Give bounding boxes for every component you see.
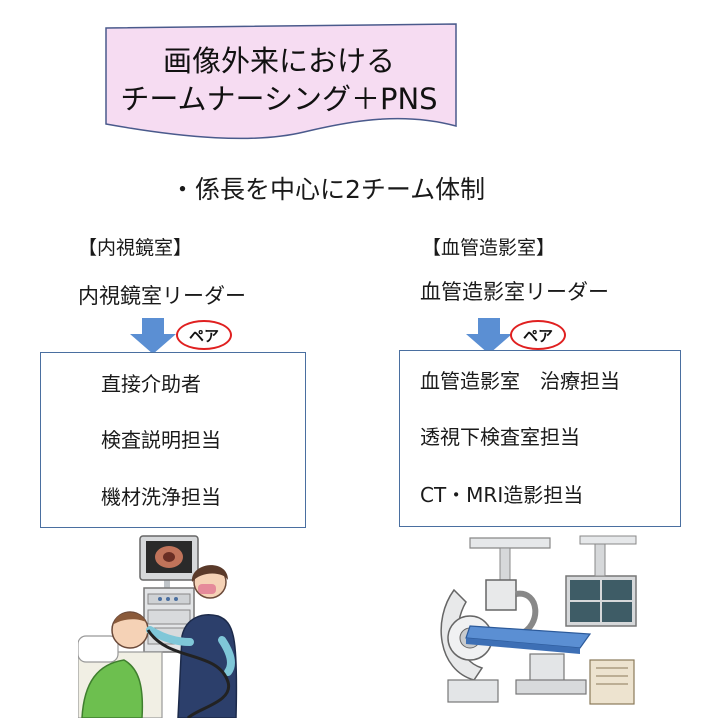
endoscopy-duty-item: 機材洗浄担当	[101, 485, 221, 509]
pair-label: ペア	[522, 326, 553, 345]
endoscopy-down-arrow-icon	[130, 318, 176, 354]
angiography-illustration-icon	[440, 535, 637, 705]
angiography-down-arrow-icon	[466, 318, 512, 354]
angiography-duty-item: 血管造影室 治療担当	[420, 369, 620, 393]
angiography-duty-box: 血管造影室 治療担当 透視下検査室担当 CT・MRI造影担当	[399, 350, 681, 527]
angiography-pair-badge: ペア	[510, 320, 566, 350]
endoscopy-heading: 【内視鏡室】	[78, 237, 193, 259]
endoscopy-illustration-icon	[78, 535, 238, 718]
title-line-1: 画像外来における	[162, 44, 395, 78]
page-title: 画像外来における チームナーシング＋PNS	[104, 42, 454, 118]
title-line-2: チームナーシング＋PNS	[120, 82, 438, 116]
title-banner: 画像外来における チームナーシング＋PNS	[104, 20, 464, 142]
endoscopy-duty-item: 検査説明担当	[101, 428, 221, 452]
angiography-leader: 血管造影室リーダー	[420, 280, 609, 304]
angiography-duty-item: 透視下検査室担当	[420, 425, 580, 449]
angiography-duty-item: CT・MRI造影担当	[420, 483, 584, 507]
endoscopy-leader: 内視鏡室リーダー	[78, 284, 246, 308]
subtitle-bullet: ・係長を中心に2チーム体制	[170, 175, 486, 204]
pair-label: ペア	[188, 326, 219, 345]
endoscopy-pair-badge: ペア	[176, 320, 232, 350]
wavy-banner-shape	[105, 23, 457, 140]
endoscopy-duty-box: 直接介助者 検査説明担当 機材洗浄担当	[40, 352, 306, 528]
endoscopy-duty-item: 直接介助者	[101, 372, 201, 396]
angiography-heading: 【血管造影室】	[422, 237, 556, 259]
